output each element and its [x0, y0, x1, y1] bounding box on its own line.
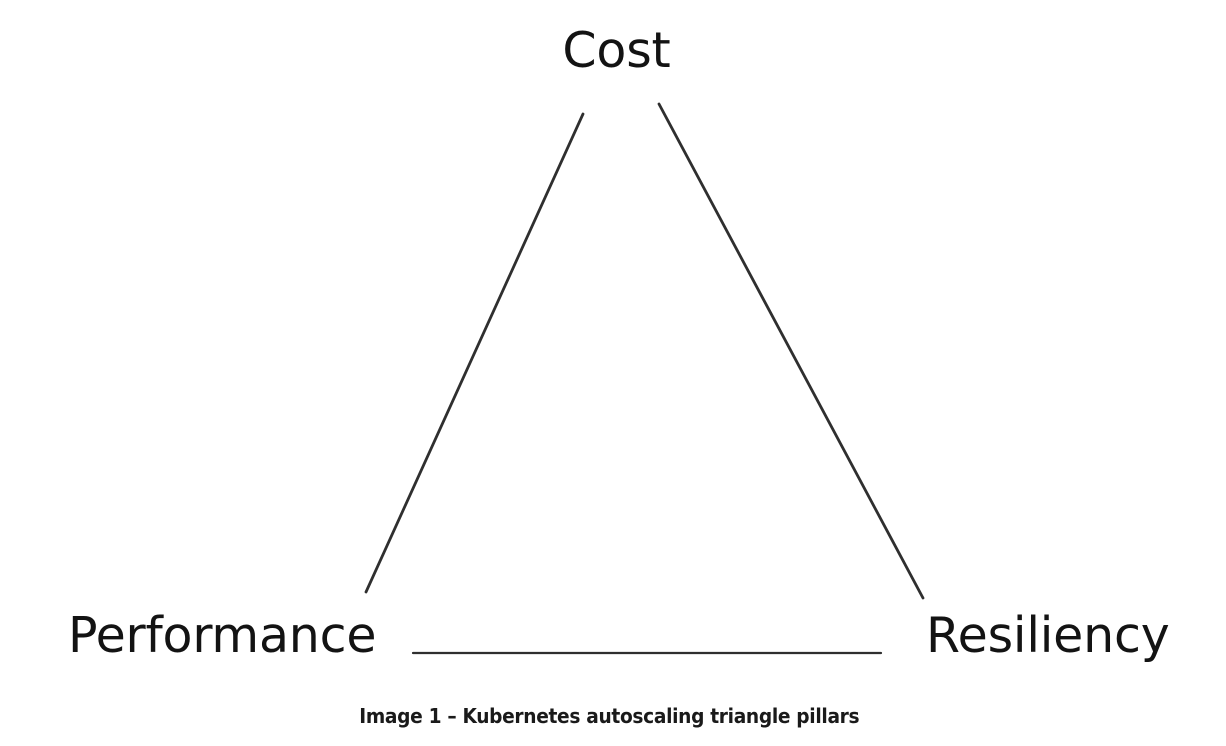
vertex-label-cost: Cost [562, 22, 671, 79]
vertex-label-performance: Performance [68, 607, 377, 664]
edge-cost-resiliency [657, 102, 925, 600]
figure-caption: Image 1 – Kubernetes autoscaling triangl… [359, 704, 860, 728]
edge-cost-performance [364, 112, 585, 594]
vertex-label-resiliency: Resiliency [926, 607, 1170, 664]
